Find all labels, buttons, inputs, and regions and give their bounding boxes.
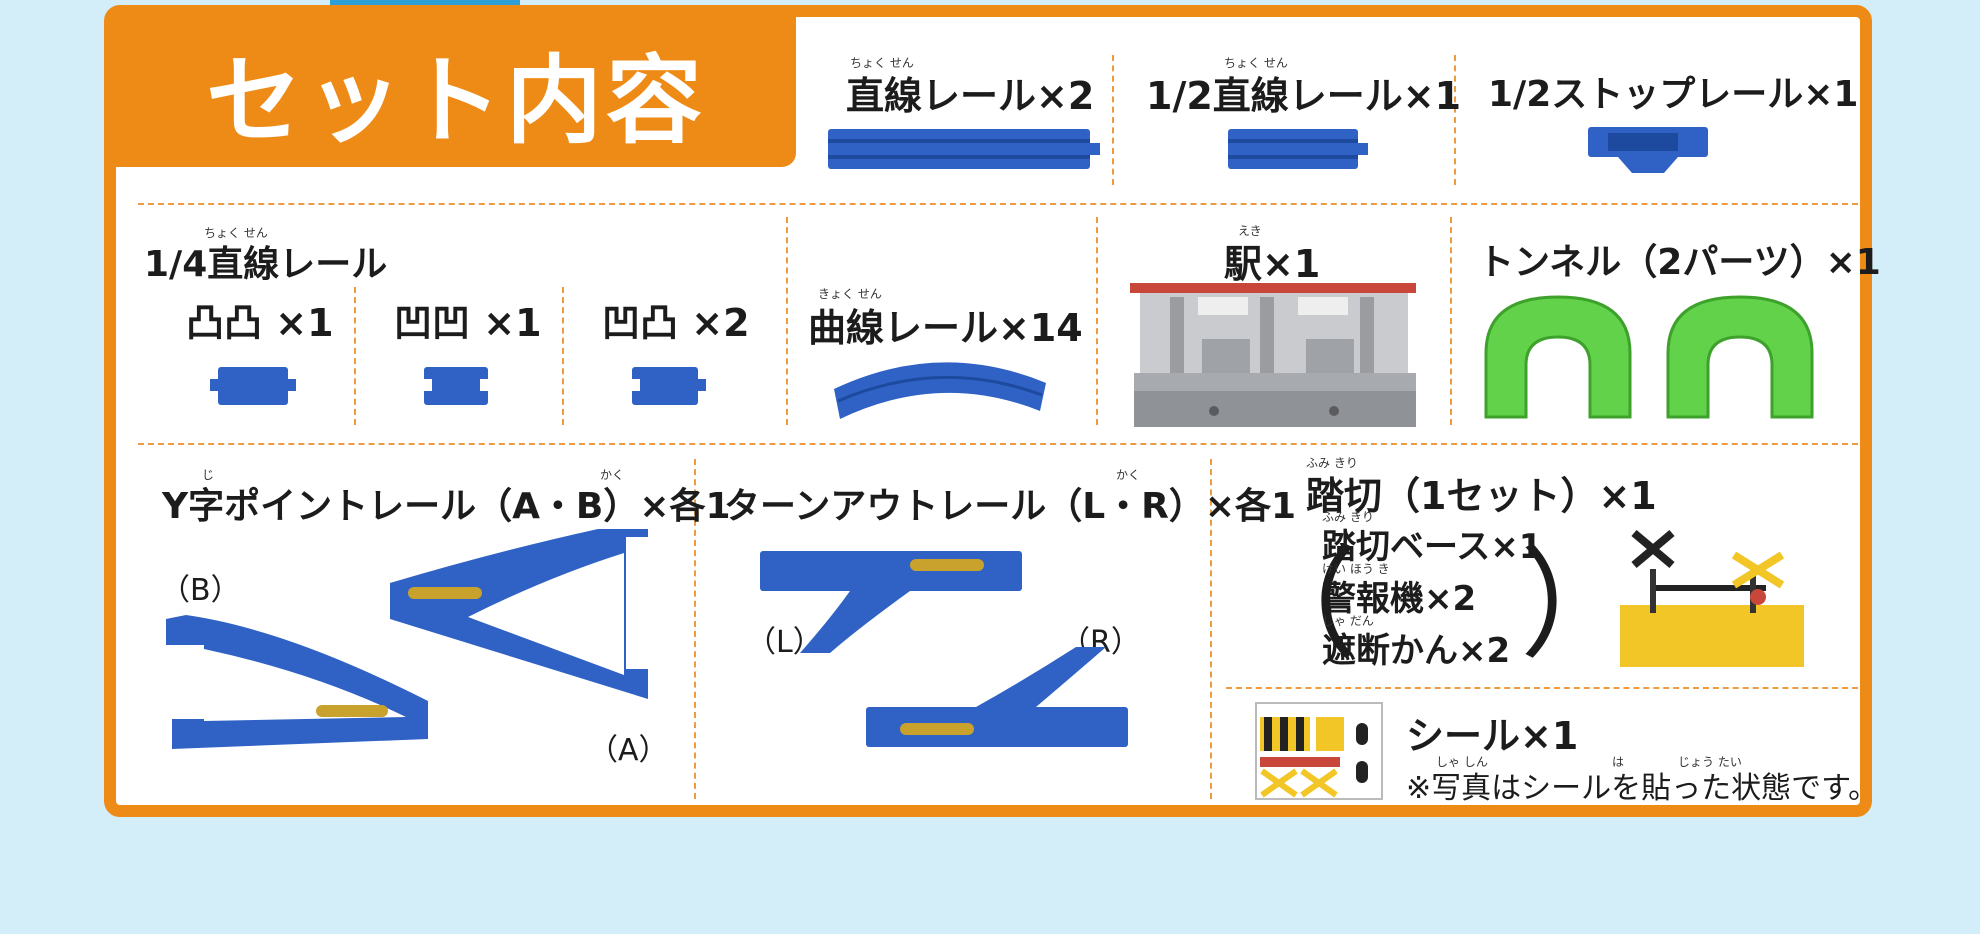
divider-row-2 [138, 443, 1858, 445]
ruby-text: ちょく せん [1224, 56, 1288, 70]
item-quarter-rail: 1/4直線レール [144, 244, 388, 285]
turnout-rail-r-image [866, 647, 1128, 747]
page-title: セット内容 [206, 44, 706, 157]
set-contents-panel: セット内容 ちょく せん 直線レール×2 ちょく せん 1/2直線レール×1 1… [104, 5, 1881, 817]
crossing-part-signal: 警報機×2 [1322, 579, 1477, 619]
tunnel-image-2 [1666, 295, 1814, 419]
y-point-label-b: （B） [160, 573, 241, 608]
y-point-rail-b-image [166, 615, 428, 749]
y-point-rail-a-image [390, 529, 648, 699]
quarter-variant-1: 凸凸 ×1 [186, 301, 334, 345]
divider-col [1450, 217, 1452, 425]
curve-rail-image [834, 362, 1046, 419]
straight-rail-image [828, 129, 1100, 169]
crossing-part-gate: 遮断かん×2 [1322, 631, 1511, 671]
crossing-part-base: 踏切ベース×1 [1322, 527, 1543, 567]
half-stop-rail-image [1588, 127, 1708, 173]
ruby-text: ちょく せん [204, 226, 268, 240]
quarter-variant-2: 凹凹 ×1 [394, 301, 542, 345]
station-image [1130, 283, 1416, 427]
quarter-rail-image-2 [424, 367, 488, 405]
y-point-label-a: （A） [588, 733, 669, 768]
item-y-point-rail: Y字ポイントレール（A・B）×各1 [162, 486, 731, 527]
divider-col [786, 217, 788, 425]
ruby-text: かく [600, 468, 625, 482]
crossing-paren-open: （ [1238, 536, 1358, 675]
ruby-text: しゃ だん [1322, 614, 1374, 628]
item-turnout-rail: ターンアウトレール（L・R）×各1 [724, 486, 1297, 527]
divider-col [1096, 217, 1098, 425]
ruby-text: じょう たい [1678, 755, 1742, 769]
turnout-rail-l-image [760, 551, 1022, 653]
quarter-rail-image-1 [210, 367, 296, 405]
divider-col [694, 459, 696, 799]
ruby-text: しゃ しん [1436, 755, 1488, 769]
ruby-text: きょく せん [818, 287, 882, 301]
divider-col [1210, 459, 1212, 799]
ruby-text: けい ほう き [1322, 562, 1390, 576]
ruby-text: えき [1238, 224, 1262, 238]
half-straight-rail-image [1228, 129, 1368, 169]
ruby-text: かく [1116, 468, 1141, 482]
item-sticker: シール×1 [1406, 714, 1579, 758]
quarter-variant-3: 凹凸 ×2 [602, 301, 750, 345]
ruby-text: ふみ きり [1322, 510, 1374, 524]
sticker-note: ※写真はシールを貼った状態です。 [1406, 771, 1879, 806]
title-banner: セット内容 [116, 17, 796, 167]
item-tunnel: トンネル（2パーツ）×1 [1478, 242, 1881, 283]
quarter-rail-image-3 [632, 367, 706, 405]
divider-col [354, 287, 356, 425]
background-accent-stripe [330, 0, 520, 6]
ruby-text: ふみ きり [1306, 456, 1358, 470]
item-half-straight-rail: 1/2直線レール×1 [1146, 74, 1462, 118]
item-curve-rail: 曲線レール×14 [808, 306, 1083, 350]
divider-col [1112, 55, 1114, 185]
crossing-image [1620, 529, 1804, 667]
ruby-text: ちょく せん [850, 56, 914, 70]
tunnel-image-1 [1484, 295, 1632, 419]
divider-row-1 [138, 203, 1858, 205]
item-straight-rail: 直線レール×2 [846, 74, 1095, 118]
divider-crossing-sticker [1226, 687, 1858, 689]
ruby-text: じ [202, 468, 215, 482]
ruby-text: は [1612, 755, 1625, 769]
item-station: 駅×1 [1224, 242, 1321, 286]
item-half-stop-rail: 1/2ストップレール×1 [1488, 74, 1859, 115]
divider-col [562, 287, 564, 425]
item-crossing: 踏切（1セット）×1 [1306, 474, 1657, 518]
sticker-sheet-image [1255, 702, 1383, 800]
divider-col [1454, 55, 1456, 185]
